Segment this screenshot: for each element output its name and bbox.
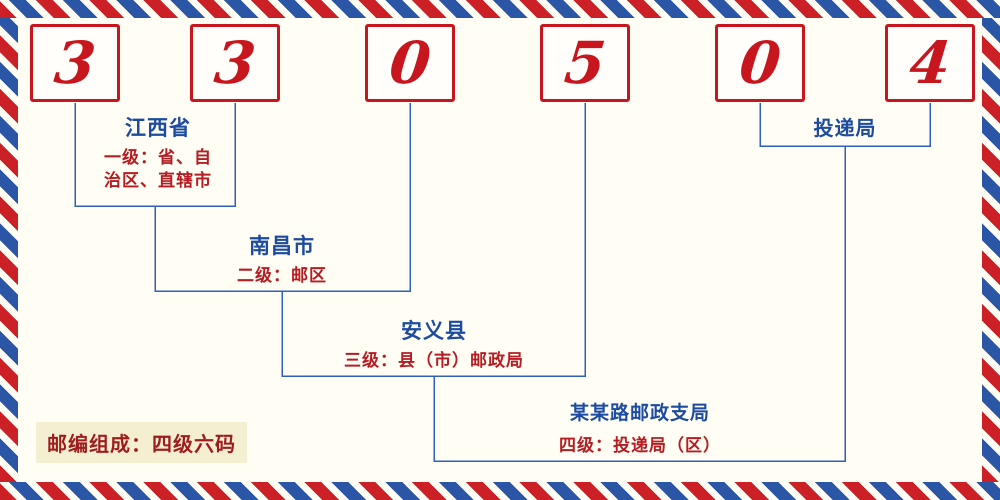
- digit-box-2: 3: [190, 24, 280, 102]
- digit-3: 0: [386, 29, 434, 97]
- level-2-region: 南昌市: [249, 234, 315, 258]
- level-4-label: 某某路邮政支局 四级：投递局（区）: [515, 398, 765, 458]
- level-2-desc: 二级：邮区: [237, 266, 327, 286]
- digit-box-5: 0: [715, 24, 805, 102]
- level-3-region: 安义县: [401, 319, 467, 343]
- level-3-desc: 三级：县（市）邮政局: [344, 351, 524, 371]
- digit-box-6: 4: [885, 24, 975, 102]
- level-4-desc: 四级：投递局（区）: [559, 436, 721, 456]
- digit-2: 3: [211, 29, 259, 97]
- digit-1: 3: [51, 29, 99, 97]
- level-1-desc-line-2: 治区、直辖市: [104, 170, 212, 191]
- digit-4: 5: [561, 29, 609, 97]
- digit-5: 0: [736, 29, 784, 97]
- level-1-region: 江西省: [125, 116, 191, 140]
- digit-box-3: 0: [365, 24, 455, 102]
- level-2-label: 南昌市 二级：邮区: [200, 230, 364, 288]
- airmail-border-right: [982, 18, 1000, 482]
- digit-6: 4: [906, 29, 954, 97]
- level-3-label: 安义县 三级：县（市）邮政局: [320, 315, 548, 373]
- level-1-label: 江西省 一级：省、自 治区、直辖市: [78, 112, 238, 193]
- delivery-bureau-label: 投递局: [765, 112, 925, 141]
- airmail-border-left: [0, 18, 18, 482]
- digit-box-4: 5: [540, 24, 630, 102]
- airmail-border-top: [0, 0, 1000, 18]
- digit-box-1: 3: [30, 24, 120, 102]
- level-4-region: 某某路邮政支局: [569, 402, 710, 424]
- airmail-border-bottom: [0, 482, 1000, 500]
- composition-note: 邮编组成：四级六码: [36, 422, 247, 463]
- level-1-desc-line-1: 一级：省、自: [104, 148, 212, 168]
- delivery-bureau-text: 投递局: [813, 116, 877, 140]
